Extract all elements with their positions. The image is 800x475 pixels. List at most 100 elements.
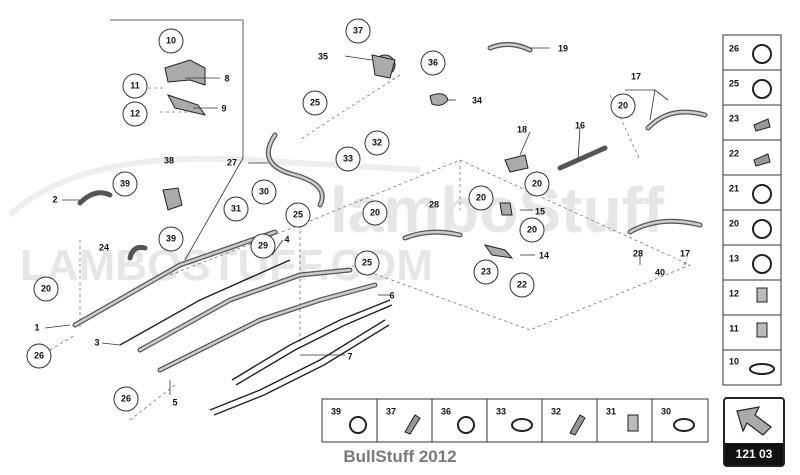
svg-text:27: 27: [227, 157, 237, 167]
svg-text:3: 3: [94, 337, 99, 347]
svg-text:20: 20: [729, 218, 739, 228]
callout-26a: 26: [26, 343, 52, 369]
svg-text:20: 20: [476, 192, 486, 202]
svg-text:28: 28: [429, 199, 439, 209]
svg-text:11: 11: [130, 80, 140, 90]
callout-38-label: 38: [164, 155, 174, 165]
svg-text:21: 21: [729, 183, 739, 193]
svg-text:13: 13: [729, 253, 739, 263]
svg-text:15: 15: [535, 206, 545, 216]
callout-20d: 20: [524, 171, 550, 197]
svg-text:10: 10: [166, 35, 176, 45]
svg-text:8: 8: [224, 73, 229, 83]
svg-text:34: 34: [472, 95, 482, 105]
svg-text:7: 7: [347, 351, 352, 361]
svg-text:33: 33: [343, 153, 353, 163]
small-parts: [162, 54, 529, 259]
callout-20c: 20: [468, 185, 494, 211]
svg-text:16: 16: [575, 120, 585, 130]
svg-text:32: 32: [372, 137, 382, 147]
callout-29: 29: [250, 233, 276, 259]
svg-text:26: 26: [34, 350, 44, 360]
callout-25c: 25: [354, 250, 380, 276]
svg-text:30: 30: [661, 406, 671, 416]
callout-26b: 26: [113, 386, 139, 412]
svg-text:20: 20: [41, 283, 51, 293]
callout-32: 32: [364, 130, 390, 156]
svg-text:30: 30: [259, 186, 269, 196]
callout-11: 11: [122, 73, 148, 99]
svg-text:19: 19: [558, 43, 568, 53]
svg-text:10: 10: [729, 356, 739, 366]
svg-text:25: 25: [362, 257, 372, 267]
bottom-legend: 39 37 36 33 32 31 30: [321, 398, 709, 443]
callout-10: 10: [158, 28, 184, 54]
svg-text:20: 20: [527, 224, 537, 234]
arrow-icon: [736, 406, 772, 436]
callout-20a: 20: [33, 276, 59, 302]
svg-text:40: 40: [655, 267, 665, 277]
svg-text:1: 1: [34, 322, 39, 332]
svg-text:11: 11: [729, 323, 739, 333]
svg-text:17: 17: [680, 248, 690, 258]
svg-text:39: 39: [166, 233, 176, 243]
plain-labels: 8 9 27 2 35 34 19 18 16 17 15 14 28 24 1…: [34, 43, 690, 407]
svg-text:14: 14: [539, 250, 549, 260]
svg-text:22: 22: [729, 148, 739, 158]
svg-text:6: 6: [389, 290, 394, 300]
svg-text:28: 28: [633, 248, 643, 258]
svg-text:20: 20: [532, 178, 542, 188]
svg-text:31: 31: [606, 406, 616, 416]
dashed-guides: [49, 74, 692, 421]
svg-text:25: 25: [293, 209, 303, 219]
footer-text: BullStuff 2012: [343, 447, 457, 466]
svg-text:17: 17: [631, 71, 641, 81]
bracket-box: [110, 19, 244, 261]
svg-text:32: 32: [551, 406, 561, 416]
callout-33: 33: [335, 146, 361, 172]
callout-31: 31: [223, 196, 249, 222]
callout-20b: 20: [362, 200, 388, 226]
callout-30: 30: [251, 179, 277, 205]
callout-25a: 25: [302, 90, 328, 116]
callouts: 10 11 12 37 36 25 33 32 38 39 30 31 29 2…: [26, 18, 636, 412]
svg-text:36: 36: [441, 406, 451, 416]
svg-text:20: 20: [618, 100, 628, 110]
side-legend-row: [723, 69, 781, 351]
svg-text:20: 20: [370, 207, 380, 217]
svg-text:5: 5: [172, 397, 177, 407]
leader-lines: [44, 47, 686, 395]
svg-text:36: 36: [428, 57, 438, 67]
svg-text:4: 4: [284, 234, 289, 244]
svg-text:12: 12: [130, 108, 140, 118]
svg-text:9: 9: [221, 103, 226, 113]
svg-text:22: 22: [517, 279, 527, 289]
callout-23: 23: [473, 259, 499, 285]
callout-20f: 20: [610, 93, 636, 119]
svg-text:23: 23: [481, 266, 491, 276]
svg-text:38: 38: [164, 155, 174, 165]
callout-20e: 20: [519, 217, 545, 243]
svg-text:23: 23: [729, 113, 739, 123]
callout-22: 22: [509, 272, 535, 298]
side-legend: 26 25 23 22 21 20 13 12 11 10: [722, 34, 782, 386]
callout-39a: 39: [112, 171, 138, 197]
svg-text:25: 25: [729, 78, 739, 88]
callout-39b: 39: [158, 226, 184, 252]
svg-text:33: 33: [496, 406, 506, 416]
svg-text:12: 12: [729, 288, 739, 298]
svg-text:29: 29: [258, 240, 268, 250]
svg-text:37: 37: [353, 25, 363, 35]
svg-text:35: 35: [318, 51, 328, 61]
pipes: [72, 42, 708, 416]
svg-text:39: 39: [120, 178, 130, 188]
svg-text:39: 39: [331, 406, 341, 416]
svg-text:26: 26: [121, 393, 131, 403]
svg-text:18: 18: [517, 124, 527, 134]
callout-25b: 25: [285, 202, 311, 228]
callout-12: 12: [122, 101, 148, 127]
callout-36: 36: [420, 50, 446, 76]
reference-box: 121 03: [723, 397, 785, 467]
svg-text:26: 26: [729, 43, 739, 53]
